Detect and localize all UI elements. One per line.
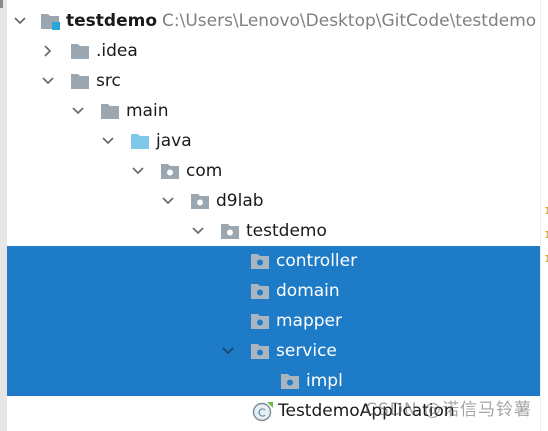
chevron-right-icon[interactable] [40,43,56,59]
editor-gutter: 1 1 1 [540,0,548,431]
folder-icon [70,41,90,61]
tree-label-testdemo-application: TestdemoApplication [278,401,455,421]
package-icon [250,251,270,271]
tree-label-mapper: mapper [276,311,343,331]
chevron-down-icon[interactable] [12,13,28,29]
tree-row-com[interactable]: com [7,156,540,186]
tree-label-java: java [156,131,192,151]
source-folder-icon [130,131,150,151]
project-tree[interactable]: testdemo C:\Users\Lenovo\Desktop\GitCode… [7,0,540,431]
tree-row-testdemo-package[interactable]: testdemo [7,216,540,246]
package-icon [160,161,180,181]
tree-label-idea: .idea [96,41,138,61]
package-icon [280,371,300,391]
chevron-down-icon[interactable] [70,103,86,119]
project-name: testdemo [66,11,157,31]
tree-row-d9lab[interactable]: d9lab [7,186,540,216]
package-icon [190,191,210,211]
tree-row-testdemo-root[interactable]: testdemo C:\Users\Lenovo\Desktop\GitCode… [7,6,540,36]
tree-row-service[interactable]: service [7,336,540,366]
chevron-down-icon[interactable] [40,73,56,89]
spring-boot-class-icon: C [252,401,273,422]
tree-label-src: src [96,71,121,91]
folder-icon [100,101,120,121]
tree-row-mapper[interactable]: mapper [7,306,540,336]
tree-row-controller[interactable]: controller [7,246,540,276]
tree-row-idea[interactable]: .idea [7,36,540,66]
left-tool-strip [0,0,7,431]
project-folder-icon [40,11,60,31]
tree-label-d9lab: d9lab [216,191,264,211]
chevron-down-icon[interactable] [130,163,146,179]
tree-row-main[interactable]: main [7,96,540,126]
tree-row-java[interactable]: java [7,126,540,156]
tree-row-testdemo-application[interactable]: C TestdemoApplication [7,396,540,426]
tree-row-src[interactable]: src [7,66,540,96]
chevron-down-icon[interactable] [220,343,236,359]
tree-label-service: service [276,341,337,361]
tool-strip-marker [0,0,3,8]
tree-label-controller: controller [276,251,358,271]
chevron-down-icon[interactable] [190,223,206,239]
tree-label-impl: impl [306,371,343,391]
tree-row-impl[interactable]: impl [7,366,540,396]
package-icon [250,311,270,331]
gutter-mark: 1 [544,206,548,217]
watermark: CSDN @诺信马铃薯 [365,400,532,420]
svg-text:C: C [258,407,266,420]
chevron-down-icon[interactable] [100,133,116,149]
project-path: C:\Users\Lenovo\Desktop\GitCode\testdemo [162,11,537,31]
package-icon [250,281,270,301]
tree-row-domain[interactable]: domain [7,276,540,306]
tree-label-domain: domain [276,281,340,301]
tree-label-testdemo: testdemo [246,221,327,241]
package-icon [220,221,240,241]
gutter-mark: 1 [544,230,548,241]
chevron-down-icon[interactable] [160,193,176,209]
gutter-mark: 1 [544,254,548,265]
tree-label-main: main [126,101,169,121]
folder-icon [70,71,90,91]
package-icon [250,341,270,361]
tree-label-com: com [186,161,223,181]
